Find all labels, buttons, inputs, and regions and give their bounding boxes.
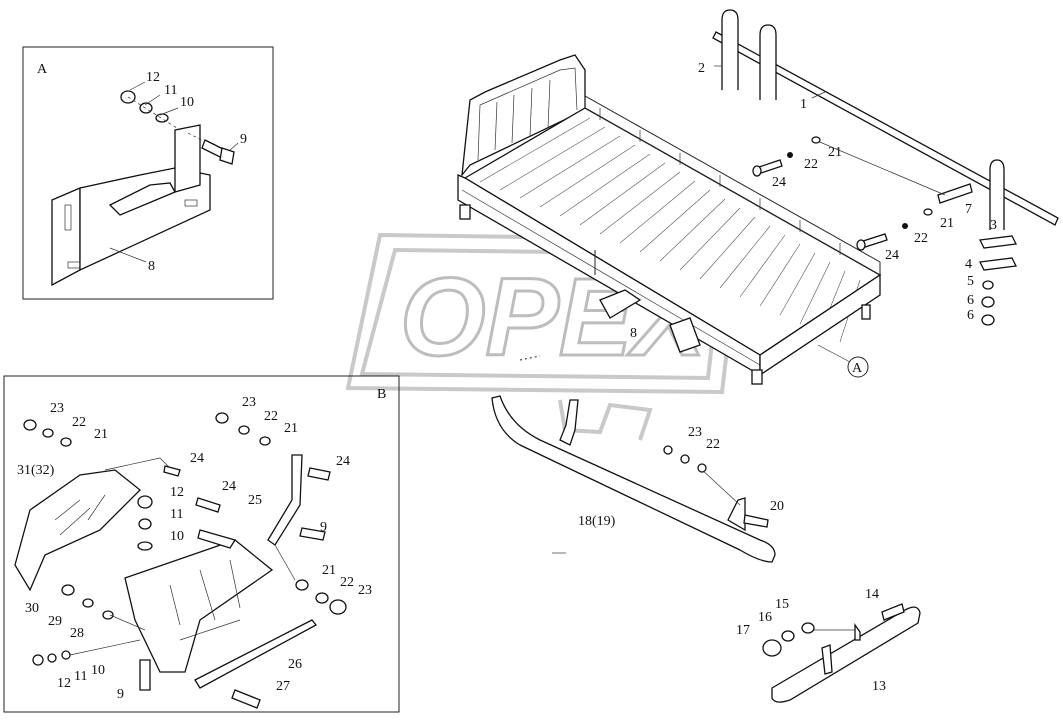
label-b26: 26 xyxy=(288,657,302,672)
label-b11b: 11 xyxy=(74,669,87,684)
label-6b: 6 xyxy=(967,308,974,323)
label-b9b: 9 xyxy=(117,687,124,702)
label-a-12: 12 xyxy=(146,70,160,85)
mudguard-part-31 xyxy=(14,469,141,592)
label-b9a: 9 xyxy=(320,520,327,535)
label-r15: 15 xyxy=(775,597,789,612)
bracket-part-8 xyxy=(51,124,211,287)
bracket-part-25 xyxy=(267,454,331,581)
label-r23: 23 xyxy=(688,425,702,440)
label-r20: 20 xyxy=(770,499,784,514)
mudflap-bracket xyxy=(124,495,317,709)
label-1: 1 xyxy=(800,97,807,112)
label-r14: 14 xyxy=(865,587,879,602)
label-21b: 21 xyxy=(940,216,954,231)
label-b12b: 12 xyxy=(57,676,71,691)
label-b21c: 21 xyxy=(322,563,336,578)
label-b31: 31(32) xyxy=(17,463,55,478)
label-a-10: 10 xyxy=(180,95,194,110)
panel-b-label: B xyxy=(377,387,386,402)
rear-guard-part-13 xyxy=(762,603,921,703)
label-24a: 24 xyxy=(772,175,786,190)
label-4: 4 xyxy=(965,257,972,272)
callout-8-label: 8 xyxy=(630,326,637,341)
label-5: 5 xyxy=(967,274,974,289)
label-24b: 24 xyxy=(885,248,899,263)
label-a-11: 11 xyxy=(164,83,177,98)
panel-b-frame xyxy=(3,375,400,713)
label-b22a: 22 xyxy=(72,415,86,430)
label-6a: 6 xyxy=(967,293,974,308)
callout-circle-a xyxy=(847,356,869,378)
side-guard-part-18 xyxy=(491,395,776,563)
label-b21a: 21 xyxy=(94,427,108,442)
label-b23c: 23 xyxy=(358,583,372,598)
u-bolt-part-2 xyxy=(714,9,777,100)
label-b12a: 12 xyxy=(170,485,184,500)
label-b10b: 10 xyxy=(91,663,105,678)
detail-panel-b: B 23 22 21 31(32) 24 12 xyxy=(3,375,400,713)
label-b25: 25 xyxy=(248,493,262,508)
label-b30: 30 xyxy=(25,601,39,616)
label-7: 7 xyxy=(965,202,972,217)
label-3: 3 xyxy=(990,218,997,233)
label-b27: 27 xyxy=(276,679,290,694)
bolt-set-lower xyxy=(856,208,933,251)
bolt-set-upper xyxy=(752,136,821,177)
label-b29: 29 xyxy=(48,614,62,629)
callout-a-label: A xyxy=(852,361,863,376)
label-b11a: 11 xyxy=(170,507,183,522)
label-b28: 28 xyxy=(70,626,84,641)
label-b22b: 22 xyxy=(264,409,278,424)
label-a-8: 8 xyxy=(148,259,155,274)
cargo-body-main: A 8 xyxy=(457,54,882,385)
label-b24c: 24 xyxy=(336,454,350,469)
label-b10a: 10 xyxy=(170,529,184,544)
label-b24a: 24 xyxy=(190,451,204,466)
label-22b: 22 xyxy=(914,231,928,246)
label-r22: 22 xyxy=(706,437,720,452)
u-bolt-part-3 xyxy=(979,159,1017,326)
nut-washers-12-11-10 xyxy=(120,90,181,131)
label-b22c: 22 xyxy=(340,575,354,590)
label-r13: 13 xyxy=(872,679,886,694)
rail-part-1 xyxy=(712,31,1059,226)
panel-a-frame xyxy=(22,46,274,300)
label-22a: 22 xyxy=(804,157,818,172)
label-r17: 17 xyxy=(736,623,750,638)
label-2: 2 xyxy=(698,61,705,76)
label-b23b: 23 xyxy=(242,395,256,410)
label-a-9: 9 xyxy=(240,132,247,147)
detail-panel-a: A 12 11 10 9 8 xyxy=(22,46,274,300)
bolt-part-9 xyxy=(187,132,235,165)
label-21a: 21 xyxy=(828,145,842,160)
label-r18: 18(19) xyxy=(578,514,616,529)
label-b23a: 23 xyxy=(50,401,64,416)
label-b24b: 24 xyxy=(222,479,236,494)
bracket-part-7 xyxy=(814,139,973,204)
panel-a-label: A xyxy=(37,62,48,77)
label-r16: 16 xyxy=(758,610,772,625)
label-b21b: 21 xyxy=(284,421,298,436)
